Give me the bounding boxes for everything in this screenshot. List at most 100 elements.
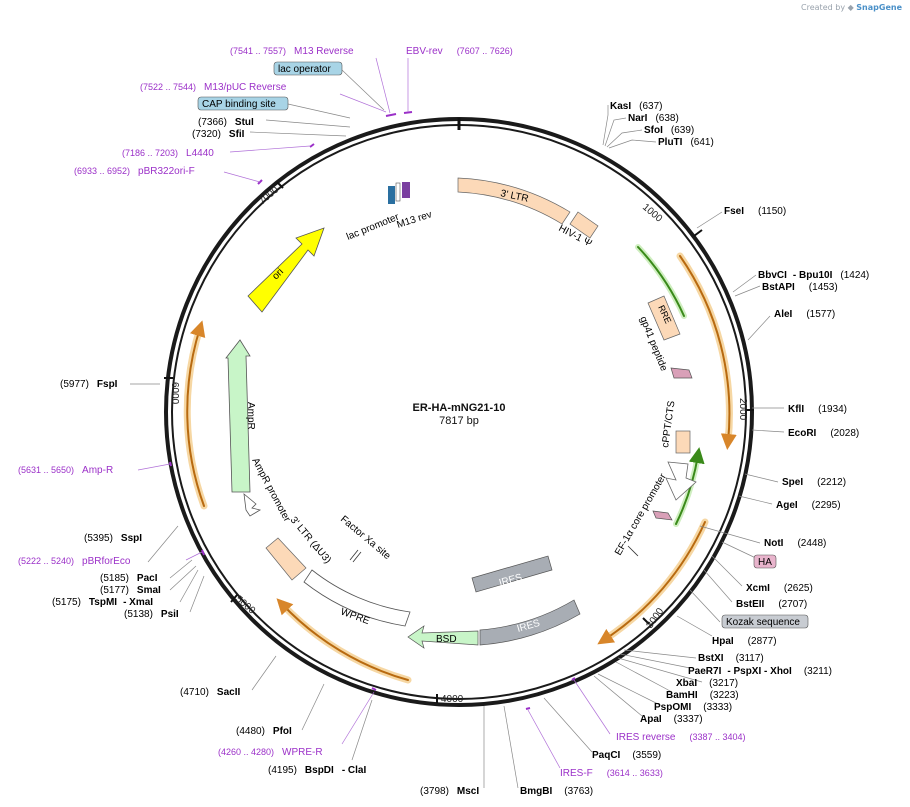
feature-promoter-arrow [665, 461, 697, 501]
enzyme-pfoi: PfoI [273, 726, 292, 737]
feature-label-ampr-promoter: AmpR promoter [249, 456, 292, 524]
enzyme-sfoi: SfoI [644, 125, 663, 136]
feature-label-cppt: cPPT/CTS [660, 400, 678, 449]
svg-text:BstAPI(1453): BstAPI(1453) [762, 282, 838, 293]
enzyme-agei: AgeI [776, 500, 798, 511]
enzyme-bmgbi: BmgBI [520, 786, 552, 797]
svg-text:PluTI(641): PluTI(641) [658, 137, 714, 148]
svg-text:BamHI(3223): BamHI (3223) [666, 690, 739, 701]
enzyme-xcmi-pos: (2625) [784, 583, 813, 594]
svg-text:(5977)FspI: (5977) FspI [60, 379, 118, 390]
enzyme-bamhi-pos: (3223) [710, 690, 739, 701]
enzyme-pspomi-pos: (3333) [703, 702, 732, 713]
feature-box-leaders [287, 69, 385, 119]
enzyme-paer7i: PaeR7I [688, 666, 722, 677]
enzyme-psii-pos: (5138) [124, 609, 153, 620]
tick-label-7000: 7000 [257, 184, 281, 207]
svg-text:(4195)BspDI- ClaI: (4195)BspDI- ClaI [268, 765, 366, 776]
enzyme-tspmi-pos: (5175) [52, 597, 81, 608]
svg-text:BstEII(2707): BstEII(2707) [736, 599, 807, 610]
enzyme-pspxi-xhoi: - PspXI - XhoI [727, 666, 792, 677]
primer-ebv-rev: EBV-rev [406, 46, 443, 57]
svg-text:(7366)StuI: (7366)StuI [198, 117, 254, 128]
svg-text:PaeR7I- PspXI - XhoI(3211): PaeR7I- PspXI - XhoI(3211) [688, 666, 832, 677]
feature-ires-inner [471, 555, 553, 593]
enzyme-nari-pos: (638) [655, 113, 678, 124]
enzyme-sacii-pos: (4710) [180, 687, 209, 698]
feature-ha-tag [652, 510, 673, 521]
enzyme-stui: StuI [235, 117, 254, 128]
enzyme-bbvci-pos: (1424) [840, 270, 869, 281]
svg-text:EcoRI(2028): EcoRI(2028) [788, 428, 859, 439]
feature-label-ampr: AmpR [245, 402, 256, 430]
primer-ampr-range: (5631 .. 5650) [18, 465, 74, 475]
enzyme-agei-pos: (2295) [812, 500, 841, 511]
enzyme-smai-pos: (5177) [100, 585, 129, 596]
svg-text:KasI(637): KasI(637) [610, 101, 662, 112]
primer-l4440-range: (7186 .. 7203) [122, 148, 178, 158]
enzyme-noti: NotI [764, 538, 784, 549]
enzyme-kfli: KflI [788, 404, 804, 415]
enzyme-bamhi: BamHI [666, 690, 698, 701]
credit-brand: SnapGene [856, 3, 902, 12]
enzyme-sfii-pos: (7320) [192, 129, 221, 140]
enzyme-leaders [130, 105, 785, 789]
svg-text:EBV-rev(7607 .. 7626): EBV-rev (7607 .. 7626) [406, 46, 513, 57]
svg-text:BbvCI- Bpu10I(1424): BbvCI- Bpu10I(1424) [758, 270, 869, 281]
svg-text:NarI(638): NarI(638) [628, 113, 679, 124]
feature-ori [247, 227, 325, 313]
enzyme-fspi: FspI [97, 379, 118, 390]
credit-prefix: Created by [801, 3, 846, 12]
svg-text:BmgBI(3763): BmgBI(3763) [520, 786, 593, 797]
enzyme-msci: MscI [457, 786, 479, 797]
enzyme-fsei: FseI [724, 206, 744, 217]
plasmid-name: ER-HA-mNG21-10 [413, 402, 506, 414]
primer-pbrforeco-range: (5222 .. 5240) [18, 556, 74, 566]
svg-text:ApaI(3337): ApaI(3337) [640, 714, 703, 725]
plasmid-size: 7817 bp [439, 415, 479, 427]
orf-arcs [183, 244, 737, 684]
svg-text:SpeI(2212): SpeI(2212) [782, 477, 846, 488]
feature-label-lac-promoter: lac promoter [345, 212, 401, 243]
svg-text:(3798)MscI: (3798)MscI [420, 786, 479, 797]
feature-ampr-promoter [243, 493, 262, 517]
primer-l4440: L4440 [186, 148, 214, 159]
box-label-lac-operator: lac operator [278, 64, 331, 75]
primer-wpre-r: WPRE-R [282, 747, 323, 758]
svg-text:IRES-F(3614 .. 3633): IRES-F(3614 .. 3633) [560, 768, 663, 779]
primer-m13-reverse: M13 Reverse [294, 46, 354, 57]
enzyme-hpai: HpaI [712, 636, 734, 647]
enzyme-xbai: XbaI [676, 678, 697, 689]
enzyme-paqci-pos: (3559) [632, 750, 661, 761]
enzyme-noti-pos: (2448) [797, 538, 826, 549]
enzyme-sfii: SfiI [229, 129, 245, 140]
enzyme-bspdi: BspDI [305, 765, 334, 776]
feature-hiv1-psi [569, 211, 599, 239]
svg-text:(7541 .. 7557)M13 Reverse: (7541 .. 7557)M13 Reverse [230, 46, 354, 57]
enzyme-pfoi-pos: (4480) [236, 726, 265, 737]
feature-cppt-cts [675, 430, 691, 454]
tick-label-1000: 1000 [640, 202, 664, 225]
feature-rre [647, 295, 681, 341]
svg-text:(5177)SmaI: (5177) SmaI [100, 585, 161, 596]
tick-marks [164, 181, 754, 703]
primer-ebv-rev-range: (7607 .. 7626) [457, 46, 513, 56]
svg-text:PspOMI(3333): PspOMI(3333) [654, 702, 732, 713]
enzyme-labels: KasI(637) NarI(638) SfoI(639) PluTI(641)… [52, 101, 869, 797]
enzyme-smai: SmaI [137, 585, 161, 596]
primer-m13puc-range: (7522 .. 7544) [140, 82, 196, 92]
feature-wpre [303, 569, 411, 627]
enzyme-apai: ApaI [640, 714, 662, 725]
primer-pbr322ori-range: (6933 .. 6952) [74, 166, 130, 176]
feature-lac-operator [395, 182, 401, 202]
svg-text:(5138)PsiI: (5138)PsiI [124, 609, 179, 620]
primer-pbr322ori: pBR322ori-F [138, 166, 195, 177]
svg-text:BstXI(3117): BstXI(3117) [698, 653, 764, 664]
enzyme-pluti: PluTI [658, 137, 683, 148]
svg-text:XbaI(3217): XbaI(3217) [676, 678, 738, 689]
enzyme-clai: - ClaI [342, 765, 367, 776]
svg-text:AleI(1577): AleI(1577) [774, 309, 835, 320]
snapgene-logo-icon: ◆ [847, 3, 854, 12]
enzyme-fspi-pos: (5977) [60, 379, 89, 390]
